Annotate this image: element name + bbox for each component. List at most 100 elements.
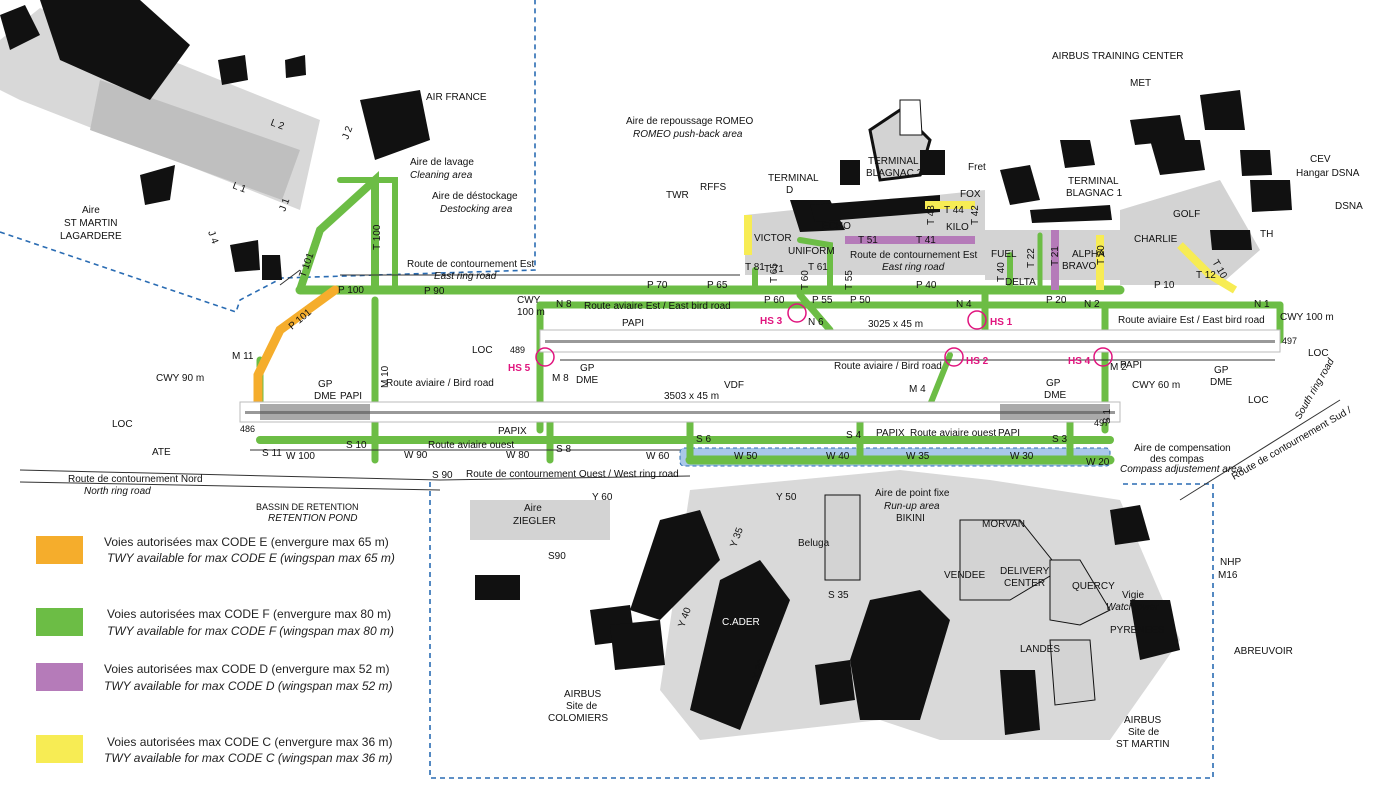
label-thr-497b: 497 [1094, 418, 1109, 428]
twy-w90: W 90 [404, 450, 428, 461]
legend-swatch-code-d [36, 663, 83, 691]
label-birdroad-2: Route aviaire / Bird road [834, 361, 942, 372]
label-birdroad-1: Route aviaire / Bird road [386, 378, 494, 389]
label-terminal-b2-2: BLAGNAC 2 [866, 168, 923, 179]
label-delivery-2: CENTER [1004, 578, 1045, 589]
label-cev: CEV [1310, 154, 1331, 165]
legend-swatch-code-c [36, 735, 83, 763]
label-east-ring-1: Route de contournement Est [407, 259, 535, 270]
twy-s90: S 90 [432, 470, 453, 481]
label-delta: DELTA [1005, 277, 1036, 288]
hotspot-hs4: HS 4 [1068, 356, 1091, 367]
label-cwy-60: CWY 60 m [1132, 380, 1180, 391]
label-stmartin-3: LAGARDERE [60, 231, 122, 242]
label-training: AIRBUS TRAINING CENTER [1052, 51, 1184, 62]
twy-t12: T 12 [1196, 270, 1216, 281]
label-vdf: VDF [724, 380, 744, 391]
label-ate: ATE [152, 447, 171, 458]
label-bravo: BRAVO [1062, 261, 1096, 272]
twy-y60: Y 60 [592, 492, 613, 503]
label-vigie-2: Watchtower [1106, 602, 1159, 613]
twy-p55: P 55 [812, 295, 833, 306]
label-compass-2: des compas [1150, 454, 1204, 465]
legend-code-e-fr: Voies autorisées max CODE E (envergure m… [104, 535, 389, 549]
label-uniform: UNIFORM [788, 246, 835, 257]
label-basin: BASSIN DE RETENTION [256, 502, 359, 512]
label-loc-2: LOC [1308, 348, 1329, 359]
twy-s4: S 4 [846, 430, 861, 441]
label-gp-1: GP [318, 379, 333, 390]
label-twr: TWR [666, 190, 689, 201]
label-papix-2: PAPIX [876, 428, 905, 439]
twy-n8: N 8 [556, 299, 572, 310]
label-birdroad-west-2: Route aviaire ouest [910, 428, 996, 439]
legend: Voies autorisées max CODE E (envergure m… [36, 535, 395, 765]
hotspot-hs2: HS 2 [966, 356, 989, 367]
label-terminal-b2-1: TERMINAL [868, 156, 919, 167]
twy-t44: T 44 [944, 205, 964, 216]
label-abreuvoir: ABREUVOIR [1234, 646, 1293, 657]
label-beluga: Beluga [798, 538, 830, 549]
label-pyrenees: PYRENEES [1110, 625, 1165, 636]
twy-t61: T 61 [808, 262, 828, 273]
label-colomiers-1: AIRBUS [564, 689, 602, 700]
label-stmartin-2: ST MARTIN [64, 218, 118, 229]
twy-w35: W 35 [906, 451, 930, 462]
label-papix-1: PAPIX [498, 426, 527, 437]
label-papi-2: PAPI [340, 391, 362, 402]
legend-code-f-fr: Voies autorisées max CODE F (envergure m… [107, 607, 391, 621]
label-victor: VICTOR [754, 233, 792, 244]
twy-t22: T 22 [1026, 248, 1037, 268]
label-north-ring: Route de contournement Nord [68, 474, 203, 485]
label-runway-north: 3025 x 45 m [868, 319, 923, 330]
label-gp-4: GP [1214, 365, 1229, 376]
boundary-lines [0, 0, 1214, 779]
label-terminal-d-1: TERMINAL [768, 173, 819, 184]
label-colomiers-3: COLOMIERS [548, 713, 608, 724]
label-destockage: Aire de déstockage [432, 191, 518, 202]
label-vendee: VENDEE [944, 570, 985, 581]
twy-s35: S 35 [828, 590, 849, 601]
label-cwy-e: CWY 100 m [1280, 312, 1334, 323]
taxiways-code-d [845, 230, 1059, 290]
twy-p100: P 100 [338, 285, 364, 296]
label-stmartin-site-2: Site de [1128, 727, 1160, 738]
apron-st-martin [0, 0, 430, 280]
twy-w40: W 40 [826, 451, 850, 462]
airbus-aprons [470, 470, 1180, 740]
label-birdroad-east-1: Route aviaire Est / East bird road [584, 301, 731, 312]
twy-t71: T 71 [764, 264, 784, 275]
twy-l1: L 1 [231, 180, 248, 195]
twy-w60: W 60 [646, 451, 670, 462]
twy-m8: M 8 [552, 373, 569, 384]
label-runup: Aire de point fixe [875, 488, 950, 499]
twy-m2: M 2 [1110, 362, 1127, 373]
label-papi-4: PAPI [998, 428, 1020, 439]
twy-p90: P 90 [424, 286, 445, 297]
label-terminal-b1-1: TERMINAL [1068, 176, 1119, 187]
label-dme-1: DME [314, 391, 337, 402]
twy-t51: T 51 [858, 235, 878, 246]
label-papi-3: PAPI [1120, 360, 1142, 371]
label-loc-3: LOC [1248, 395, 1269, 406]
hotspot-hs3: HS 3 [760, 316, 783, 327]
label-ziegler-1: Aire [524, 503, 542, 514]
legend-code-c-en: TWY available for max CODE C (wingspan m… [104, 751, 393, 765]
twy-n2: N 2 [1084, 299, 1100, 310]
runways [239, 329, 1281, 423]
twy-m11: M 11 [232, 351, 254, 362]
twy-t55: T 55 [844, 270, 855, 290]
label-terminal-b1-2: BLAGNAC 1 [1066, 188, 1123, 199]
label-alpha: ALPHA [1072, 249, 1105, 260]
hotspot-hs5: HS 5 [508, 363, 531, 374]
label-loc-4: LOC [112, 419, 133, 430]
twy-j1: J 1 [277, 196, 292, 213]
label-lavage: Aire de lavage [410, 157, 474, 168]
label-nhp: NHP [1220, 557, 1241, 568]
twy-w50: W 50 [734, 451, 758, 462]
label-stmartin-1: Aire [82, 205, 100, 216]
label-met: MET [1130, 78, 1151, 89]
twy-t21: T 21 [1050, 246, 1061, 266]
twy-t81: T 81 [745, 262, 765, 273]
